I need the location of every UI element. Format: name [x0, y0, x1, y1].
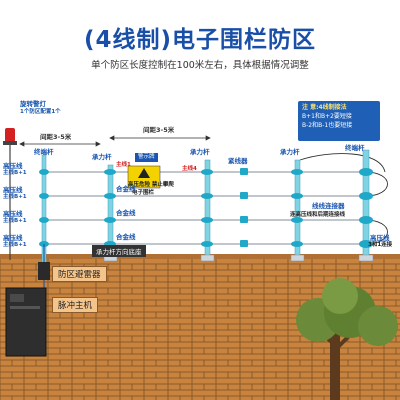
sign-text-2: 电子围栏 [132, 190, 155, 196]
spacing-middle-label: 间距3-5米 [143, 126, 175, 134]
tight-wire-label: 紧线器 [228, 157, 248, 165]
hv-line-4-label: 高压线 [3, 234, 23, 242]
support-pole-2-label: 承力杆 [190, 148, 210, 156]
dashed-wire-extensions [210, 171, 290, 197]
alloy-wire-1-label: 合金线 [116, 185, 136, 193]
warning-light-note: 1个防区配置1个 [20, 109, 61, 115]
wire-connector-note: 连高压线和后期连接线 [290, 212, 346, 218]
hv-line-3-label: 高压线 [3, 210, 23, 218]
hv-line-1-sub: 主线B+1 [3, 170, 27, 176]
warning-light-icon [3, 128, 17, 260]
tree-icon [296, 278, 398, 400]
terminal-pole-right-label: 终端杆 [345, 144, 365, 152]
lightning-arrester-label: 防区避雷器 [52, 266, 107, 282]
page-title: (4线制)电子围栏防区 [83, 27, 317, 53]
wire-1-red-label: 主线1 [116, 162, 131, 168]
wiring-note: 注 意:4线制接法 B+1和B+2要短接 B-2和B-1也要短接 [298, 101, 380, 141]
pole-bases [103, 254, 374, 262]
base-note-label: 承力杆方向底座 [92, 245, 146, 257]
hv-line-2-sub: 主线B+1 [3, 194, 27, 200]
hv-line-right-label: 高压线 [370, 234, 390, 242]
wire-4-red-label: 主线4 [182, 166, 197, 172]
sign-label: 警示牌 [135, 153, 158, 162]
wall-top [0, 254, 400, 259]
alloy-wire-3-label: 合金线 [116, 233, 136, 241]
lightning-arrester-icon [38, 262, 50, 280]
note-line-2: B-2和B-1也要短接 [302, 122, 353, 129]
spacing-left-label: 间距3-5米 [40, 133, 72, 141]
warning-light-label: 旋转警灯 [20, 100, 46, 108]
hv-line-1-label: 高压线 [3, 162, 23, 170]
terminal-pole-left-label: 终端杆 [34, 148, 54, 156]
spacing-arrow-left [19, 141, 101, 147]
hv-line-3-sub: 主线B+1 [3, 218, 27, 224]
pulse-host-label: 脉冲主机 [52, 297, 99, 313]
support-pole-3-label: 承力杆 [280, 148, 300, 156]
note-head: 注 意:4线制接法 [302, 104, 347, 111]
warning-sign-icon [127, 165, 161, 189]
sign-text: 高压危险 禁止攀爬 [128, 182, 174, 188]
note-line-1: B+1和B+2要短接 [302, 113, 352, 120]
hv-line-2-label: 高压线 [3, 186, 23, 194]
support-poles [107, 149, 370, 261]
insulators [39, 168, 373, 248]
page-subtitle: 单个防区长度控制在100米左右，具体根据情况调整 [91, 60, 309, 71]
tightener-icons [240, 168, 248, 247]
alloy-wire-2-label: 合金线 [116, 209, 136, 217]
wire-connector-label: 线线连接器 [312, 202, 345, 210]
right-wire-loops [299, 153, 388, 245]
hv-line-right-sub: 3和1连接 [368, 242, 393, 248]
support-pole-1-label: 承力杆 [92, 153, 112, 161]
spacing-arrow-middle [109, 135, 211, 141]
hv-line-4-sub: 主线B+1 [3, 242, 27, 248]
